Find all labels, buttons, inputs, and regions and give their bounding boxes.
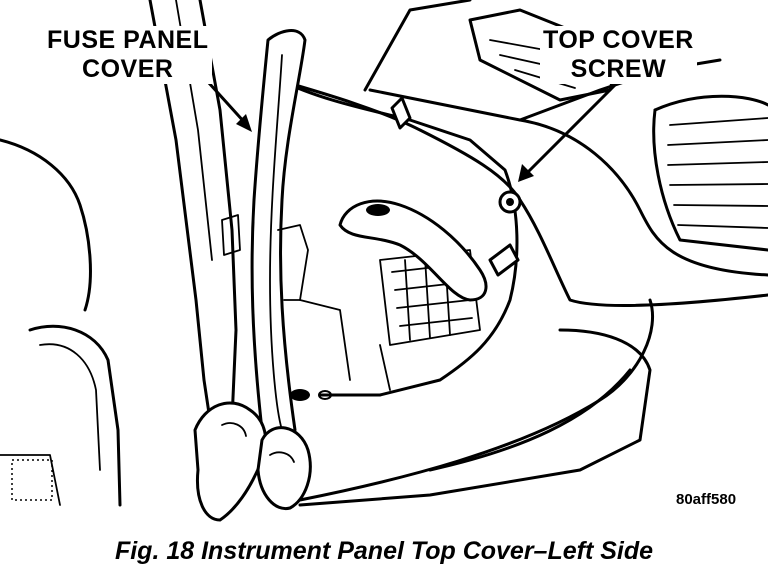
top-cover-screw: [498, 190, 522, 214]
fuse-panel-cover-label-line2: COVER: [82, 55, 174, 83]
air-vent: [652, 94, 768, 252]
instrument-panel-top-cover: [276, 0, 768, 502]
reference-code: 80aff580: [676, 491, 737, 508]
retaining-clips: [290, 96, 520, 401]
fuse-panel-cover-label-line1: FUSE PANEL: [47, 26, 209, 54]
fuse-panel-cover-label: FUSE PANEL COVER: [44, 26, 212, 84]
lower-panel: [298, 328, 652, 507]
callout-arrows: [188, 60, 622, 182]
top-cover-screw-label-line1: TOP COVER: [543, 26, 694, 54]
top-cover-screw-label: TOP COVER SCREW: [540, 26, 697, 84]
support-bracket: [338, 199, 488, 302]
door-trim: [0, 138, 122, 507]
hands: [193, 401, 312, 522]
fuse-panel-cover-part: [221, 29, 309, 443]
figure-caption: Fig. 18 Instrument Panel Top Cover–Left …: [114, 537, 654, 565]
fuse-opening: [278, 78, 519, 397]
top-cover-screw-label-line2: SCREW: [570, 55, 667, 83]
